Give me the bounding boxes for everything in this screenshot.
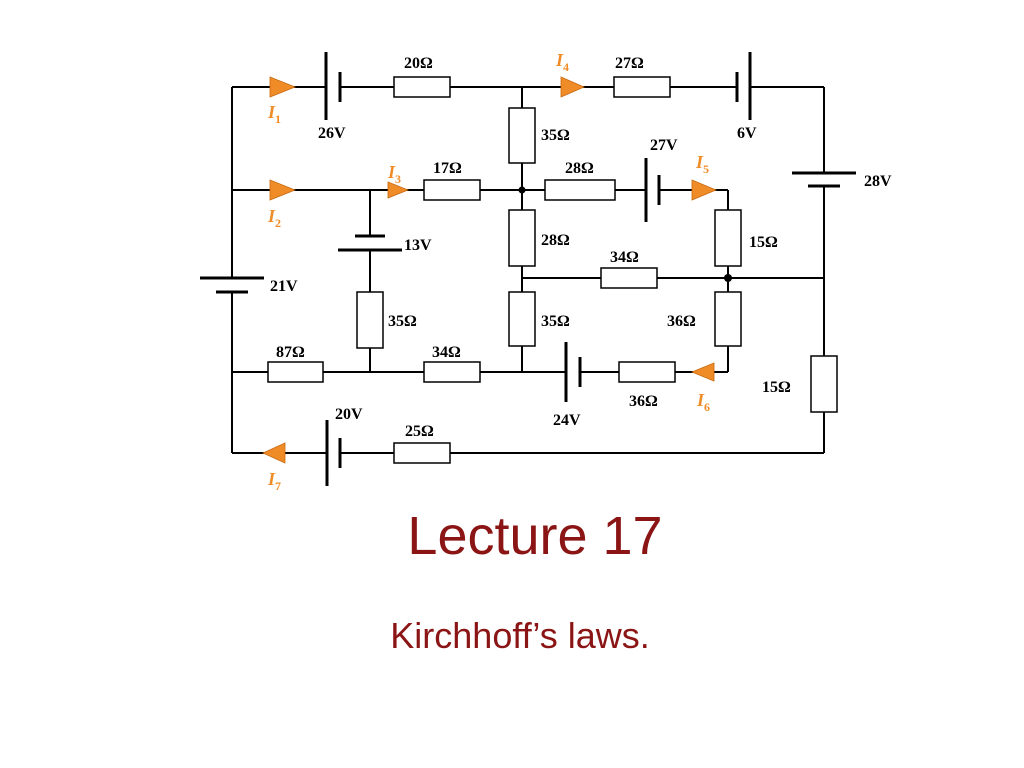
- arrow-i2: [269, 179, 297, 201]
- arrow-i3: [387, 181, 410, 199]
- label-r-h36-low: 36Ω: [629, 393, 658, 410]
- label-b-6: 6V: [737, 125, 757, 142]
- batteries: [200, 52, 856, 486]
- arrow-i1: [269, 76, 297, 98]
- slide-title: Lecture 17: [407, 506, 663, 566]
- resistor-labels: 20Ω 27Ω 35Ω 17Ω 28Ω 28Ω 15Ω 34Ω 35Ω 35Ω …: [276, 55, 791, 440]
- arrow-i6: [690, 362, 715, 382]
- label-r-v28: 28Ω: [541, 232, 570, 249]
- arrow-i4: [560, 76, 586, 98]
- circuit-diagram: 20Ω 27Ω 35Ω 17Ω 28Ω 28Ω 15Ω 34Ω 35Ω 35Ω …: [200, 50, 892, 493]
- label-r-h34-mid: 34Ω: [610, 249, 639, 266]
- resistor-h34-mid: [600, 267, 658, 289]
- resistor-h87: [267, 361, 324, 383]
- battery-28v: [792, 171, 856, 188]
- resistor-v15-right: [714, 209, 742, 267]
- label-b-24: 24V: [553, 412, 581, 429]
- label-r-v15-right: 15Ω: [749, 234, 778, 251]
- resistors: [267, 76, 838, 464]
- label-b-26: 26V: [318, 125, 346, 142]
- label-b-27: 27V: [650, 137, 678, 154]
- label-b-20: 20V: [335, 406, 363, 423]
- label-r-v35-top: 35Ω: [541, 127, 570, 144]
- battery-27v: [644, 158, 661, 222]
- arrow-i5: [691, 179, 718, 201]
- label-i4: I4: [555, 50, 569, 74]
- label-r-top-27: 27Ω: [615, 55, 644, 72]
- battery-26v: [324, 52, 342, 120]
- label-r-v35-center: 35Ω: [541, 313, 570, 330]
- label-b-28: 28V: [864, 173, 892, 190]
- battery-13v: [338, 234, 402, 252]
- label-r-v35-left: 35Ω: [388, 313, 417, 330]
- battery-24v: [564, 342, 582, 402]
- resistor-top-20: [393, 76, 451, 98]
- label-r-h87: 87Ω: [276, 344, 305, 361]
- label-r-v15-far: 15Ω: [762, 379, 791, 396]
- battery-20v: [325, 420, 342, 486]
- label-i3: I3: [387, 162, 401, 186]
- current-labels: I1 I2 I3 I4 I5 I6 I7: [267, 50, 710, 493]
- resistor-v28: [508, 209, 536, 267]
- resistor-h34-low: [423, 361, 481, 383]
- label-r-h25: 25Ω: [405, 423, 434, 440]
- label-i2: I2: [267, 206, 281, 230]
- resistor-h36-low: [618, 361, 676, 383]
- resistor-v35-center: [508, 291, 536, 347]
- resistor-v36-right: [714, 291, 742, 347]
- label-b-13: 13V: [404, 237, 432, 254]
- label-r-v36-right: 36Ω: [667, 313, 696, 330]
- arrow-i7: [262, 442, 286, 464]
- resistor-h25: [393, 442, 451, 464]
- junction-nodes: [518, 186, 732, 282]
- label-b-21: 21V: [270, 278, 298, 295]
- resistor-mid-17: [423, 179, 481, 201]
- label-i1: I1: [267, 102, 281, 126]
- label-r-h34-low: 34Ω: [432, 344, 461, 361]
- battery-21v: [200, 276, 264, 294]
- label-r-mid-17: 17Ω: [433, 160, 462, 177]
- label-i6: I6: [696, 390, 710, 414]
- resistor-top-27: [613, 76, 671, 98]
- resistor-v35-top: [508, 107, 536, 164]
- battery-6v: [735, 52, 752, 120]
- resistor-mid-28: [544, 179, 616, 201]
- label-r-mid-28: 28Ω: [565, 160, 594, 177]
- resistor-v15-far: [810, 355, 838, 413]
- label-i5: I5: [695, 152, 709, 176]
- battery-labels: 26V 6V 27V 28V 13V 21V 24V 20V: [270, 125, 892, 429]
- current-arrows: [262, 76, 718, 464]
- resistor-v35-left: [356, 291, 384, 349]
- label-i7: I7: [267, 469, 281, 493]
- slide-subtitle: Kirchhoff’s laws.: [390, 615, 650, 656]
- label-r-top-20: 20Ω: [404, 55, 433, 72]
